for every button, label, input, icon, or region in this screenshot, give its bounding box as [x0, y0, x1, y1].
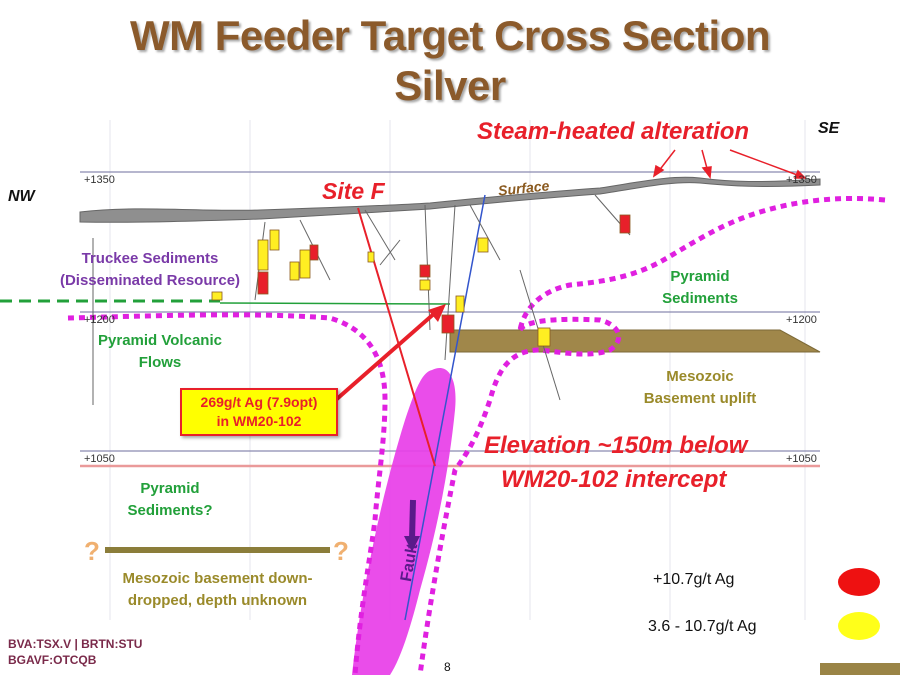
ticker-line2: BGAVF:OTCQB: [8, 653, 97, 667]
truckee-line2: (Disseminated Resource): [59, 272, 241, 289]
boundary-dotted-left: [67, 312, 388, 675]
mesozoic-downdropped-label: Mesozoic basement down- dropped, depth u…: [95, 568, 340, 612]
legend-swatch-high: [838, 568, 880, 596]
boundary-dotted-right-top: [517, 196, 886, 331]
mesozoic-basement-block: [449, 329, 821, 353]
legend-label-high: +10.7g/t Ag: [653, 571, 735, 588]
elevation-note-line1: Elevation ~150m below: [484, 432, 748, 459]
fault-zone: [352, 367, 456, 675]
surface-topography: [79, 176, 821, 223]
mesozoic-downdropped-bar: [105, 547, 330, 553]
elev-1050-right: +1050: [786, 453, 817, 465]
elev-1200-right: +1200: [786, 314, 817, 326]
callout-line2: in WM20-102: [216, 413, 302, 429]
pyramid-volcanic-line2: Flows: [138, 354, 182, 371]
contact-line: [219, 302, 451, 305]
legend-swatch-mid: [838, 612, 880, 640]
se-label: SE: [818, 120, 840, 137]
fault-trace: [404, 194, 486, 621]
page-title-line2: Silver: [394, 62, 506, 109]
mesozoic-uplift-line1: Mesozoic: [666, 368, 734, 385]
site-f-drillhole: [357, 207, 436, 467]
elev-1350-right: +1350: [786, 174, 817, 186]
callout-arrow: [328, 310, 438, 407]
site-f-label: Site F: [322, 178, 385, 204]
mesozoic-down-line2: dropped, depth unknown: [127, 592, 308, 609]
elev-1050-left: +1050: [84, 453, 115, 465]
page-title-line1: WM Feeder Target Cross Section: [129, 12, 771, 59]
ticker-label: BVA:TSX.V | BRTN:STU BGAVF:OTCQB: [8, 636, 142, 668]
truckee-sediments-label: Truckee Sediments (Disseminated Resource…: [48, 248, 252, 292]
callout-line1: 269g/t Ag (7.9opt): [200, 394, 318, 410]
ticker-line1: BVA:TSX.V | BRTN:STU: [8, 637, 143, 651]
assay-callout-box: 269g/t Ag (7.9opt) in WM20-102: [180, 388, 338, 436]
legend-label-mid: 3.6 - 10.7g/t Ag: [648, 618, 757, 635]
page-number: 8: [444, 660, 451, 674]
pyramid-sed-q-line1: Pyramid: [140, 480, 200, 497]
pyramid-sed-q-line2: Sediments?: [127, 502, 213, 519]
fault-direction-arrowhead: [404, 536, 420, 552]
elev-1350-left: +1350: [84, 174, 115, 186]
assay-intervals: [211, 214, 631, 347]
fault-direction-arrow: [409, 499, 416, 541]
legend-basement-bar: [820, 663, 900, 675]
nw-label: NW: [8, 188, 35, 205]
pyramid-sed-line2: Sediments: [662, 290, 738, 307]
steam-label: Steam-heated alteration: [477, 118, 750, 145]
mesozoic-uplift-line2: Basement uplift: [643, 390, 757, 407]
truckee-line1: Truckee Sediments: [81, 250, 219, 267]
pyramid-volcanic-label: Pyramid Volcanic Flows: [80, 330, 240, 374]
question-mark-right: ?: [333, 536, 349, 566]
mesozoic-uplift-label: Mesozoic Basement uplift: [620, 366, 780, 410]
pyramid-sed-line1: Pyramid: [670, 268, 730, 285]
elevation-note-line2: WM20-102 intercept: [501, 466, 727, 493]
mesozoic-down-line1: Mesozoic basement down-: [122, 570, 313, 587]
steam-arrows: [652, 149, 807, 179]
question-mark-left: ?: [84, 536, 100, 566]
pyramid-volcanic-line1: Pyramid Volcanic: [98, 332, 222, 349]
elev-1200-left: +1200: [84, 314, 115, 326]
callout-arrowhead: [428, 304, 446, 322]
pyramid-sediments-q-label: Pyramid Sediments?: [110, 478, 230, 522]
boundary-dotted-uplift: [417, 316, 622, 675]
pyramid-sediments-label: Pyramid Sediments: [640, 266, 760, 310]
